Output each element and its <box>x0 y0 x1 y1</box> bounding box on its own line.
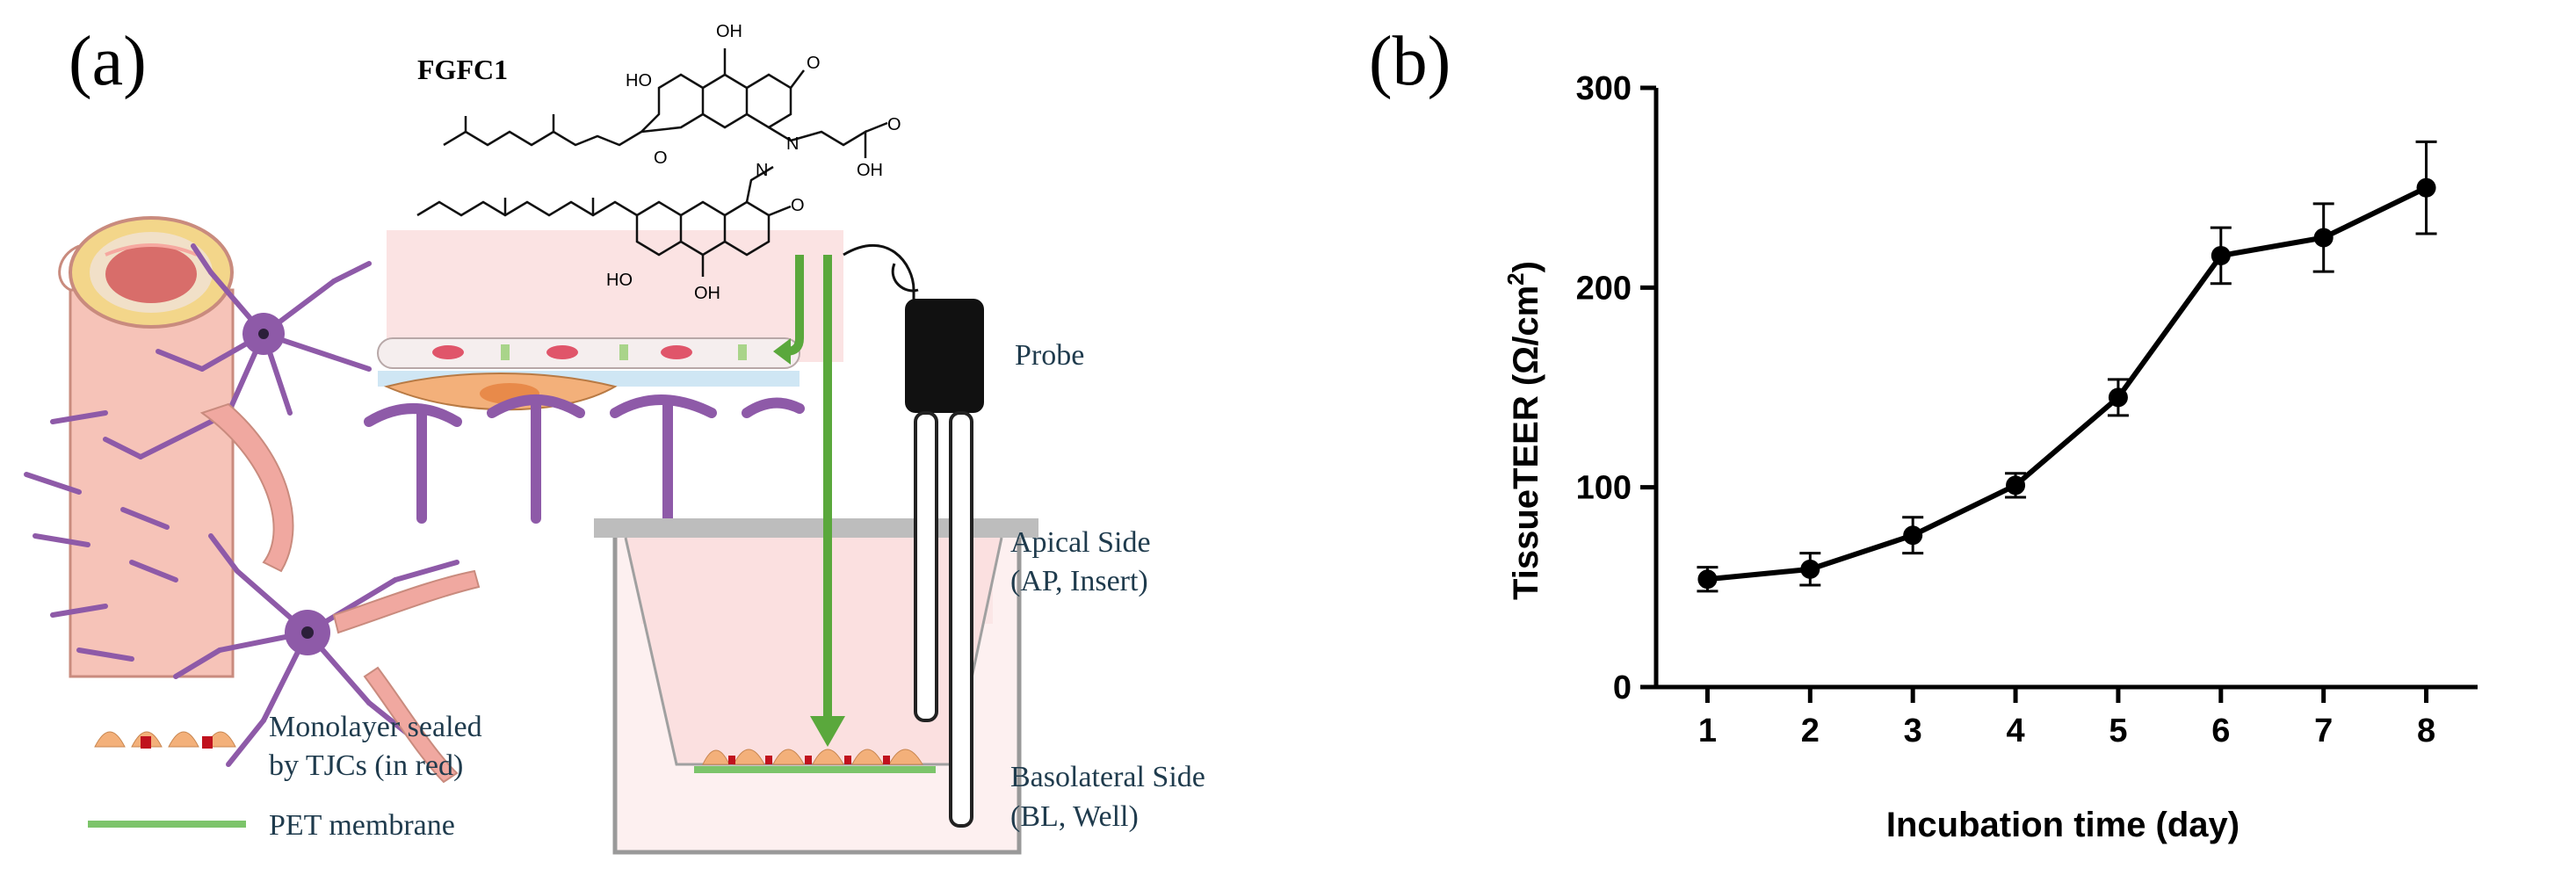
compound-name: FGFC1 <box>417 54 508 85</box>
chart-axes <box>1653 88 2478 690</box>
data-point <box>2211 245 2231 265</box>
data-point <box>1903 525 1923 546</box>
monolayer-cells <box>702 749 923 765</box>
chart-points <box>1697 177 2436 590</box>
chem-n-bottom: N <box>756 161 768 180</box>
data-point <box>2108 387 2128 408</box>
x-tick-label: 8 <box>2417 713 2435 749</box>
data-point <box>2313 228 2334 248</box>
y-axis-label-sup: 2 <box>1502 272 1529 285</box>
astrocyte-endfeet <box>364 394 805 524</box>
x-tick-label: 5 <box>2109 713 2127 749</box>
chem-oh-acid: OH <box>857 161 883 180</box>
apical-label-1: Apical Side <box>1010 526 1151 559</box>
y-axis-label-main: TissueTEER (Ω/cm <box>1507 286 1545 600</box>
y-tick-label: 200 <box>1576 270 1632 307</box>
chem-n-top: N <box>786 134 799 154</box>
chemical-labels: OH HO O N O O OH N O HO OH <box>606 22 901 303</box>
chem-o-bottom: O <box>791 196 805 215</box>
legend-monolayer-2: by TJCs (in red) <box>269 749 463 782</box>
endothelial-layer <box>377 337 800 411</box>
basolateral-label-2: (BL, Well) <box>1010 800 1139 833</box>
x-tick-label: 7 <box>2314 713 2333 749</box>
data-point <box>1800 559 1820 579</box>
chem-o-top: O <box>807 54 821 73</box>
permeation-arrow-icon <box>773 255 845 747</box>
schematic-svg: (a) <box>24 22 1205 855</box>
y-axis-label-end: ) <box>1507 261 1545 272</box>
chem-ho-bottom: HO <box>606 271 633 290</box>
x-tick-label: 1 <box>1698 713 1717 749</box>
probe-label: Probe <box>1015 339 1084 372</box>
legend-pet: PET membrane <box>269 809 455 842</box>
capillary-branch-1 <box>199 402 294 573</box>
y-tick-label: 100 <box>1576 470 1632 507</box>
apical-label-2: (AP, Insert) <box>1010 565 1148 597</box>
chem-oh-top: OH <box>716 22 742 41</box>
y-tick-label: 300 <box>1576 70 1632 107</box>
chart-ticks: 0 100 200 300 1 2 3 4 5 6 7 8 <box>1576 70 2436 749</box>
legend-monolayer-1: Monolayer sealed <box>269 711 482 743</box>
panel-a-schematic: (a) <box>24 22 1205 855</box>
y-axis-label: TissueTEER (Ω/cm2) <box>1502 261 1545 600</box>
panel-a-label: (a) <box>69 23 147 100</box>
teer-line-chart: (b) 0 100 200 300 1 2 3 4 5 6 7 8 Incubation time (… <box>1369 23 2478 844</box>
x-tick-label: 3 <box>1904 713 1922 749</box>
blood-vessel-icon <box>58 216 235 678</box>
panel-b-chart: (b) 0 100 200 300 1 2 3 4 5 6 7 8 Incubation time (… <box>1335 0 2576 886</box>
chart-errorbars <box>1697 140 2437 593</box>
chem-o-acid: O <box>887 115 901 134</box>
x-tick-label: 2 <box>1801 713 1820 749</box>
basolateral-label-1: Basolateral Side <box>1010 761 1205 793</box>
x-tick-label: 6 <box>2211 713 2230 749</box>
panel-b-label: (b) <box>1369 23 1451 100</box>
data-point <box>1697 569 1718 590</box>
data-point <box>2006 475 2026 496</box>
data-point <box>2416 177 2436 198</box>
series-line <box>1707 185 2428 582</box>
capillary-branch-3 <box>363 666 459 784</box>
x-axis-label: Incubation time (day) <box>1886 806 2240 844</box>
probe-icon <box>843 243 984 828</box>
chemical-structure-icon <box>416 48 888 277</box>
chem-ho: HO <box>626 71 652 90</box>
x-tick-label: 4 <box>2006 713 2024 749</box>
chem-oh-bottom: OH <box>694 284 720 303</box>
y-tick-label: 0 <box>1613 669 1632 706</box>
legend-monolayer-icon <box>94 731 236 749</box>
chem-o-ring: O <box>654 148 668 168</box>
capillary-branch-2 <box>332 569 481 634</box>
